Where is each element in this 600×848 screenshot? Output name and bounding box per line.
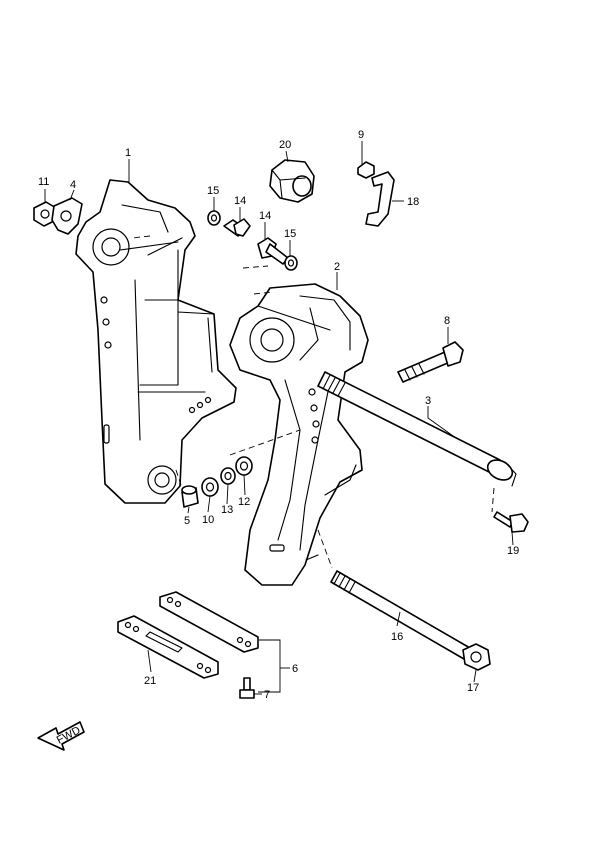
fwd-label: FWD xyxy=(55,724,83,746)
assembly-lines xyxy=(131,235,495,569)
callout-labels: 1 2 3 4 11 5 10 13 12 6 7 8 9 15 14 14 1… xyxy=(38,129,519,701)
nut-11 xyxy=(33,201,57,227)
fwd-arrow-icon: FWD xyxy=(37,721,85,751)
callout-9: 9 xyxy=(358,129,364,141)
callout-20: 20 xyxy=(279,139,291,151)
leader-lines xyxy=(44,141,514,695)
screw-7 xyxy=(239,677,255,699)
callout-6: 6 xyxy=(292,663,298,675)
callout-13: 13 xyxy=(221,504,233,516)
callout-1: 1 xyxy=(125,147,131,159)
callout-16: 16 xyxy=(391,631,403,643)
washer-13 xyxy=(220,467,236,485)
bolt-14-left xyxy=(223,218,251,237)
callout-21: 21 xyxy=(144,675,156,687)
clamp-shaft xyxy=(317,371,517,487)
nut-20 xyxy=(269,159,315,203)
lower-shaft xyxy=(330,570,471,660)
bushing-10 xyxy=(201,477,219,497)
callout-19: 19 xyxy=(507,545,519,557)
callout-3: 3 xyxy=(425,395,431,407)
plate-4 xyxy=(51,197,83,235)
callout-4: 4 xyxy=(70,179,76,191)
callout-15-left: 15 xyxy=(207,185,219,197)
callout-15-right: 15 xyxy=(284,228,296,240)
callout-7: 7 xyxy=(264,689,270,701)
callout-11: 11 xyxy=(38,176,49,188)
callout-8: 8 xyxy=(444,315,450,327)
callout-17: 17 xyxy=(467,682,479,694)
nut-17 xyxy=(462,643,491,671)
clip-18 xyxy=(365,171,395,227)
callout-10: 10 xyxy=(202,514,214,526)
screw-9 xyxy=(357,161,375,179)
bolt-14-right xyxy=(257,237,289,265)
washer-12 xyxy=(235,456,253,476)
bolt-19 xyxy=(493,511,529,533)
callout-2: 2 xyxy=(334,261,340,273)
callout-5: 5 xyxy=(184,515,190,527)
plate-21 xyxy=(117,615,219,679)
washer-15-left xyxy=(207,210,221,226)
callout-12: 12 xyxy=(238,496,250,508)
clamp-bracket-right xyxy=(229,283,369,586)
callout-14-right: 14 xyxy=(259,210,271,222)
washer-15-right xyxy=(284,255,298,271)
clamp-bracket-left xyxy=(75,179,237,504)
callout-18: 18 xyxy=(407,196,419,208)
callout-14-left: 14 xyxy=(234,195,246,207)
bushing-5 xyxy=(181,485,199,508)
plate-6 xyxy=(159,591,259,653)
bolt-8 xyxy=(397,341,464,383)
